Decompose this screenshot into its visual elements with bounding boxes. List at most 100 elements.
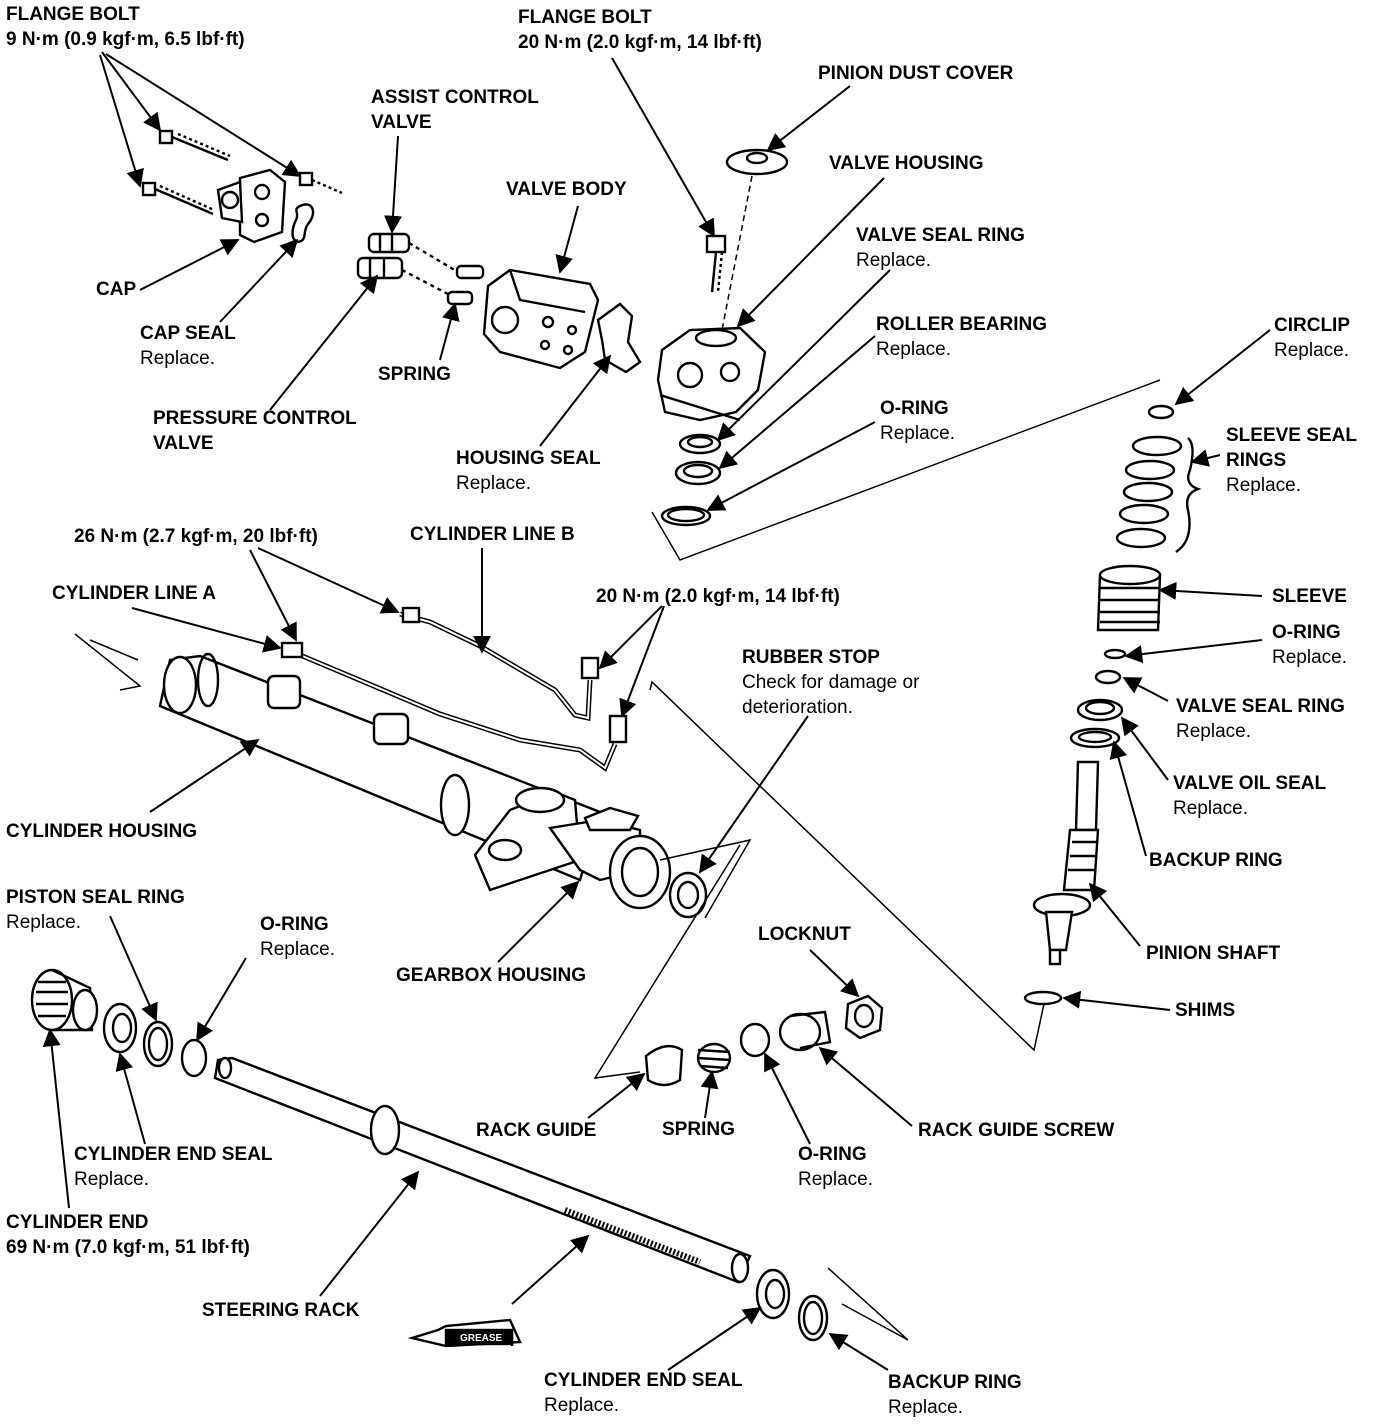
o-ring-top-label: O-RING Replace. bbox=[880, 396, 955, 446]
part-name: CAP bbox=[96, 279, 137, 300]
cylinder-end-label: CYLINDER END 69 N·m (7.0 kgf·m, 51 lbf·f… bbox=[6, 1210, 250, 1260]
part-name: RUBBER STOP bbox=[742, 647, 880, 668]
sleeve-label: SLEEVE bbox=[1272, 584, 1347, 609]
valve-seal-ring-right-part bbox=[1094, 669, 1122, 685]
valve-body-label: VALVE BODY bbox=[506, 177, 627, 202]
rack-guide-screw-part bbox=[778, 1010, 832, 1052]
circlip-part bbox=[1147, 404, 1175, 420]
part-name: CYLINDER END SEAL bbox=[544, 1370, 743, 1391]
part-name-line2: VALVE bbox=[371, 112, 432, 133]
o-ring-left-label: O-RING Replace. bbox=[260, 912, 335, 962]
spring-rack-label: SPRING bbox=[662, 1117, 735, 1142]
part-name: GEARBOX HOUSING bbox=[396, 965, 587, 986]
shims-label: SHIMS bbox=[1175, 998, 1235, 1023]
grease-tube-icon bbox=[407, 1318, 522, 1348]
part-name-line2: VALVE bbox=[153, 433, 214, 454]
valve-seal-ring-top-label: VALVE SEAL RING Replace. bbox=[856, 223, 1025, 273]
part-name: VALVE HOUSING bbox=[829, 153, 984, 174]
cylinder-housing-label: CYLINDER HOUSING bbox=[6, 819, 197, 844]
part-name: VALVE SEAL RING bbox=[1176, 696, 1345, 717]
torque-20-label: 20 N·m (2.0 kgf·m, 14 lbf·ft) bbox=[596, 584, 840, 609]
part-name: O-RING bbox=[880, 398, 949, 419]
part-name: CYLINDER END bbox=[6, 1212, 149, 1233]
backup-ring-bottom-part bbox=[797, 1294, 829, 1342]
direction-arrow-left bbox=[74, 633, 142, 691]
part-name: CAP SEAL bbox=[140, 323, 236, 344]
replace-note: Replace. bbox=[456, 473, 531, 494]
part-name: SPRING bbox=[662, 1119, 735, 1140]
flange-bolt-left-label: FLANGE BOLT 9 N·m (0.9 kgf·m, 6.5 lbf·ft… bbox=[6, 2, 245, 52]
part-name: CYLINDER END SEAL bbox=[74, 1144, 273, 1165]
pressure-control-valve-part bbox=[356, 256, 474, 306]
torque-spec: 9 N·m (0.9 kgf·m, 6.5 lbf·ft) bbox=[6, 29, 245, 50]
pinion-shaft-part bbox=[1032, 760, 1100, 966]
cylinder-end-part bbox=[30, 968, 99, 1032]
part-name: CYLINDER HOUSING bbox=[6, 821, 198, 842]
flange-bolt-top-part bbox=[705, 234, 727, 293]
gearbox-housing-label: GEARBOX HOUSING bbox=[396, 963, 586, 988]
valve-housing-label: VALVE HOUSING bbox=[829, 151, 983, 176]
backup-ring-right-part bbox=[1069, 727, 1121, 749]
part-name: BACKUP RING bbox=[888, 1372, 1022, 1393]
replace-note: Replace. bbox=[1176, 721, 1251, 742]
cylinder-end-seal-bottom-label: CYLINDER END SEAL Replace. bbox=[544, 1368, 742, 1418]
spring-rack-part bbox=[696, 1042, 732, 1074]
roller-bearing-label: ROLLER BEARING Replace. bbox=[876, 312, 1047, 362]
valve-oil-seal-part bbox=[1076, 698, 1124, 722]
part-name-line1: ASSIST CONTROL bbox=[371, 87, 539, 108]
pinion-assembly-guide-line bbox=[649, 379, 1161, 1052]
part-name: PISTON SEAL RING bbox=[6, 887, 185, 908]
torque-spec: 20 N·m (2.0 kgf·m, 14 lbf·ft) bbox=[596, 586, 840, 607]
o-ring-bottom-part bbox=[739, 1022, 771, 1058]
part-name: O-RING bbox=[798, 1144, 867, 1165]
replace-note: Replace. bbox=[888, 1397, 963, 1418]
grease-tube-label: GREASE bbox=[460, 1333, 503, 1344]
part-name: SHIMS bbox=[1175, 1000, 1236, 1021]
roller-bearing-part bbox=[674, 460, 722, 486]
sleeve-seal-rings-label: SLEEVE SEAL RINGS Replace. bbox=[1226, 423, 1357, 498]
circlip-label: CIRCLIP Replace. bbox=[1274, 313, 1350, 363]
part-name: VALVE OIL SEAL bbox=[1173, 773, 1327, 794]
o-ring-left-part bbox=[180, 1038, 208, 1078]
part-name: STEERING RACK bbox=[202, 1300, 360, 1321]
flange-bolt-top-label: FLANGE BOLT 20 N·m (2.0 kgf·m, 14 lbf·ft… bbox=[518, 5, 762, 55]
part-name: CIRCLIP bbox=[1274, 315, 1350, 336]
backup-ring-right-label: BACKUP RING bbox=[1149, 848, 1283, 873]
cylinder-line-b-part bbox=[399, 606, 600, 722]
cap-seal-part bbox=[291, 203, 315, 244]
cylinder-line-a-label: CYLINDER LINE A bbox=[52, 581, 216, 606]
pinion-dust-cover-label: PINION DUST COVER bbox=[818, 61, 1013, 86]
part-name: SLEEVE bbox=[1272, 586, 1347, 607]
part-name: RACK GUIDE bbox=[476, 1120, 597, 1141]
sleeve-seal-rings-part bbox=[1115, 435, 1202, 553]
torque-spec: 26 N·m (2.7 kgf·m, 20 lbf·ft) bbox=[74, 526, 318, 547]
valve-seal-ring-right-label: VALVE SEAL RING Replace. bbox=[1176, 694, 1345, 744]
part-name: O-RING bbox=[260, 914, 329, 935]
cylinder-end-seal-left-label: CYLINDER END SEAL Replace. bbox=[74, 1142, 272, 1192]
part-name: O-RING bbox=[1272, 622, 1341, 643]
o-ring-top-part bbox=[660, 505, 712, 527]
part-name: HOUSING SEAL bbox=[456, 448, 601, 469]
replace-note: Replace. bbox=[6, 912, 81, 933]
torque-spec: 69 N·m (7.0 kgf·m, 51 lbf·ft) bbox=[6, 1237, 250, 1258]
part-name: FLANGE BOLT bbox=[6, 4, 140, 25]
replace-note: Replace. bbox=[1226, 475, 1301, 496]
cap-label: CAP bbox=[96, 277, 136, 302]
pinion-dust-cover-part bbox=[721, 148, 789, 331]
part-name: RACK GUIDE SCREW bbox=[918, 1120, 1115, 1141]
flange-bolt-left-part bbox=[141, 129, 343, 216]
rack-guide-screw-label: RACK GUIDE SCREW bbox=[918, 1118, 1114, 1143]
gearbox-housing-part bbox=[473, 786, 672, 910]
inspection-note-line2: deterioration. bbox=[742, 697, 853, 718]
part-name: PINION SHAFT bbox=[1146, 943, 1281, 964]
part-name-line2: RINGS bbox=[1226, 450, 1287, 471]
backup-ring-bottom-label: BACKUP RING Replace. bbox=[888, 1370, 1022, 1420]
part-name: VALVE SEAL RING bbox=[856, 225, 1025, 246]
rubber-stop-label: RUBBER STOP Check for damage or deterior… bbox=[742, 645, 919, 720]
rubber-stop-guide-line bbox=[593, 838, 752, 1079]
locknut-label: LOCKNUT bbox=[758, 922, 851, 947]
part-name: LOCKNUT bbox=[758, 924, 851, 945]
piston-seal-ring-part bbox=[142, 1020, 174, 1068]
shims-part bbox=[1023, 990, 1063, 1006]
